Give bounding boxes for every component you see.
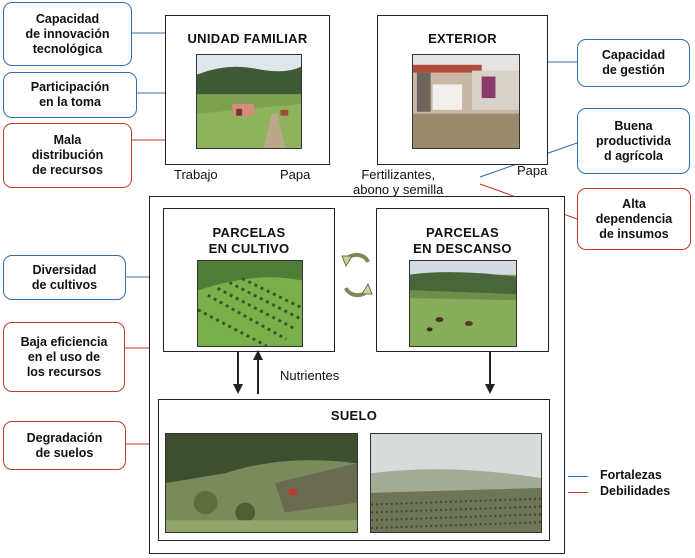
- tag-alta-dependencia: Alta dependencia de insumos: [577, 188, 691, 250]
- misty-field-photo: [370, 433, 542, 533]
- exterior-title: EXTERIOR: [428, 31, 497, 46]
- nutrientes-label: Nutrientes: [280, 368, 340, 383]
- suelo-title: SUELO: [330, 408, 378, 423]
- tag-degradacion-suelos: Degradación de suelos: [3, 421, 126, 470]
- trabajo-label: Trabajo: [174, 167, 218, 182]
- store-photo: [412, 54, 520, 149]
- tag-buena-productividad: Buena productivida d agrícola: [577, 108, 690, 174]
- fertilizantes-label: Fertilizantes, abono y semilla: [353, 167, 444, 197]
- unidad-familiar-box: UNIDAD FAMILIAR: [165, 15, 330, 165]
- papa-right-label: Papa: [517, 163, 548, 178]
- crop-field-photo: [197, 260, 303, 347]
- tag-baja-eficiencia: Baja eficiencia en el uso de los recurso…: [3, 322, 125, 392]
- tag-capacidad-gestion: Capacidad de gestión: [577, 39, 690, 87]
- legend-fortalezas-label: Fortalezas: [600, 468, 662, 482]
- down-arrow-descanso-icon: [485, 352, 495, 394]
- legend-fortalezas-swatch: [568, 476, 588, 477]
- rotation-arrows-icon: [341, 252, 373, 298]
- parcelas-cultivo-title: PARCELAS EN CULTIVO: [208, 225, 290, 256]
- down-arrow-cultivo-icon: [233, 352, 243, 394]
- legend-debilidades-label: Debilidades: [600, 484, 671, 498]
- up-arrow-nutrients-icon: [253, 350, 263, 394]
- unidad-familiar-title: UNIDAD FAMILIAR: [187, 31, 308, 46]
- legend-debilidades-swatch: [568, 492, 588, 493]
- tag-mala-distribucion: Mala distribución de recursos: [3, 123, 132, 188]
- tag-diversidad-cultivos: Diversidad de cultivos: [3, 255, 126, 300]
- pasture-photo: [409, 260, 517, 347]
- farm-house-photo: [196, 54, 302, 149]
- tag-participacion: Participación en la toma: [3, 72, 137, 118]
- degraded-slope-photo: [165, 433, 358, 533]
- papa-left-label: Papa: [280, 167, 311, 182]
- parcelas-descanso-title: PARCELAS EN DESCANSO: [413, 225, 512, 256]
- tag-capacidad-innovacion: Capacidad de innovación tecnológica: [3, 2, 132, 66]
